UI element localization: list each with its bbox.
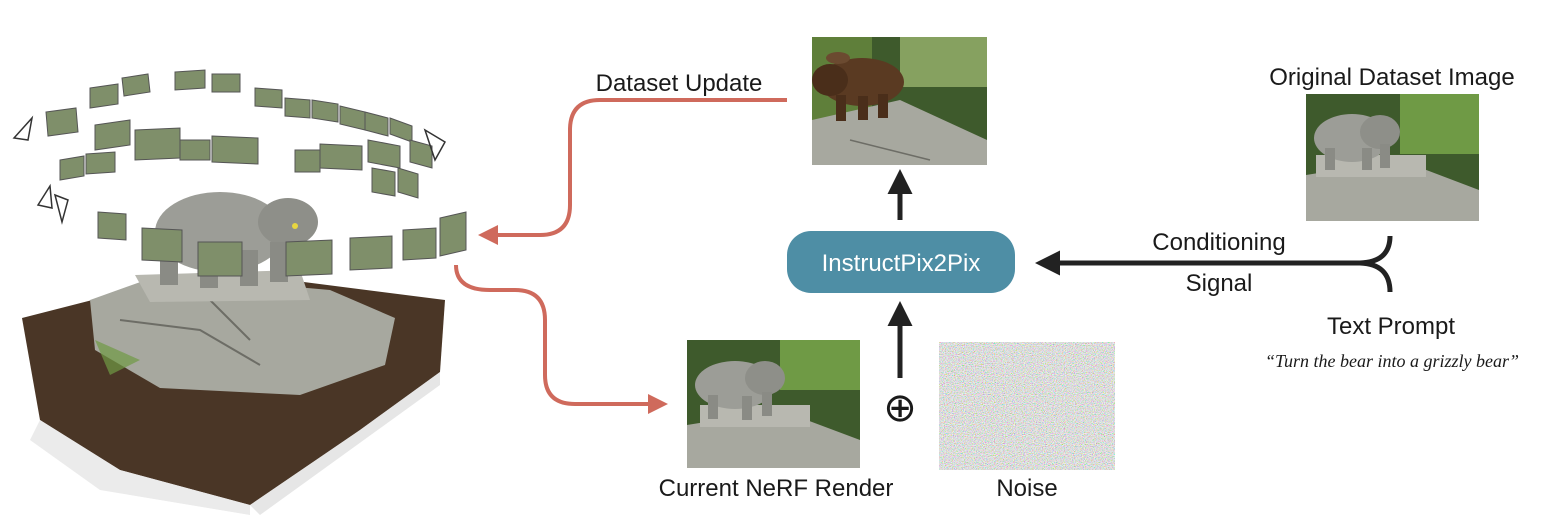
dataset-update-label: Dataset Update <box>596 70 763 97</box>
instructpix2pix-node <box>787 231 1015 293</box>
instructpix2pix-label: InstructPix2Pix <box>822 250 981 277</box>
dataset-update-arrow <box>478 98 787 245</box>
nerf-scene-illustration <box>12 69 467 515</box>
original-dataset-image <box>1306 94 1479 221</box>
current-nerf-render-label: Current NeRF Render <box>659 475 894 502</box>
edited-image <box>812 37 987 165</box>
statue-bear <box>695 361 785 420</box>
noise-label: Noise <box>996 475 1057 502</box>
noise-image <box>939 342 1115 470</box>
signal-label: Signal <box>1186 270 1253 297</box>
camera-frustums <box>45 69 467 277</box>
wireframe-frustums <box>12 115 447 225</box>
prompt-quote: “Turn the bear into a grizzly bear” <box>1265 351 1519 371</box>
text-prompt-label: Text Prompt <box>1327 313 1455 340</box>
rock <box>90 275 395 395</box>
grizzly-bear <box>812 52 904 121</box>
current-nerf-render-image <box>687 340 860 468</box>
statue-bear <box>1314 114 1400 170</box>
original-dataset-image-label: Original Dataset Image <box>1269 64 1514 91</box>
plus-icon: ⊕ <box>883 386 917 430</box>
render-arrow <box>454 264 668 414</box>
conditioning-brace <box>1359 235 1393 293</box>
pedestal <box>135 270 310 302</box>
conditioning-label: Conditioning <box>1152 229 1285 256</box>
